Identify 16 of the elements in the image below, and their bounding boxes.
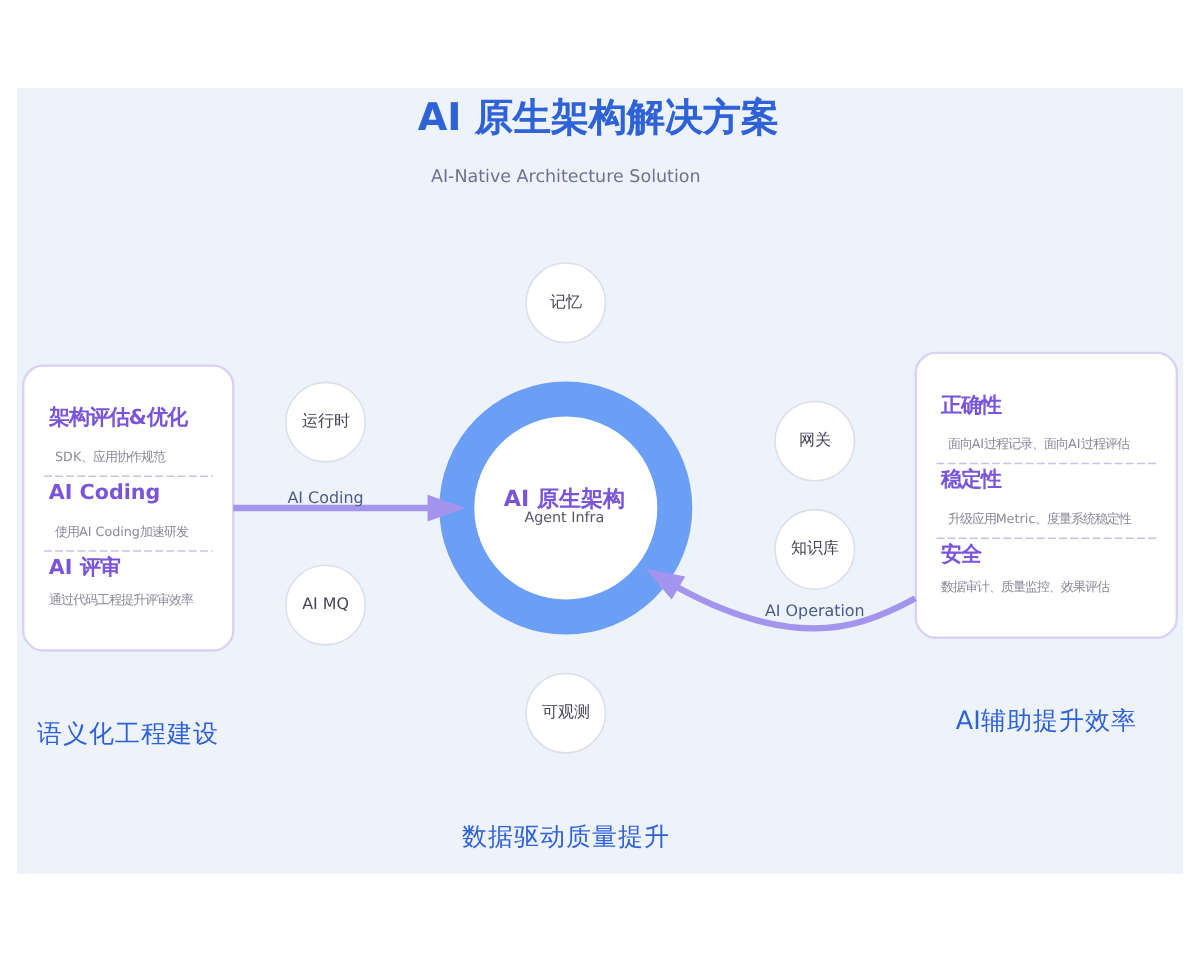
arrow: [233, 493, 466, 521]
node-label: 语义化工程建设: [37, 716, 220, 747]
arrow: [645, 567, 917, 631]
diagram-title: AI 原生架构解决方案: [417, 92, 779, 139]
node-circle: 运行时: [284, 380, 367, 462]
node-circle: 可观测: [525, 671, 607, 753]
node-circle: AI MQ: [284, 563, 367, 645]
node-label: AI辅助提升效率: [955, 703, 1137, 734]
node-circle: 记忆: [525, 261, 607, 343]
edge-label: AI Coding: [287, 488, 364, 507]
edge-label: AI Operation: [765, 601, 865, 620]
node-circle: 知识库: [774, 507, 856, 589]
label: 数据驱动质量提升: [461, 820, 670, 851]
label: AI-Native Architecture Solution: [430, 166, 701, 187]
node-circle: 网关: [774, 399, 856, 481]
node-circle: AI 原生架构 Agent Infra: [439, 380, 693, 634]
